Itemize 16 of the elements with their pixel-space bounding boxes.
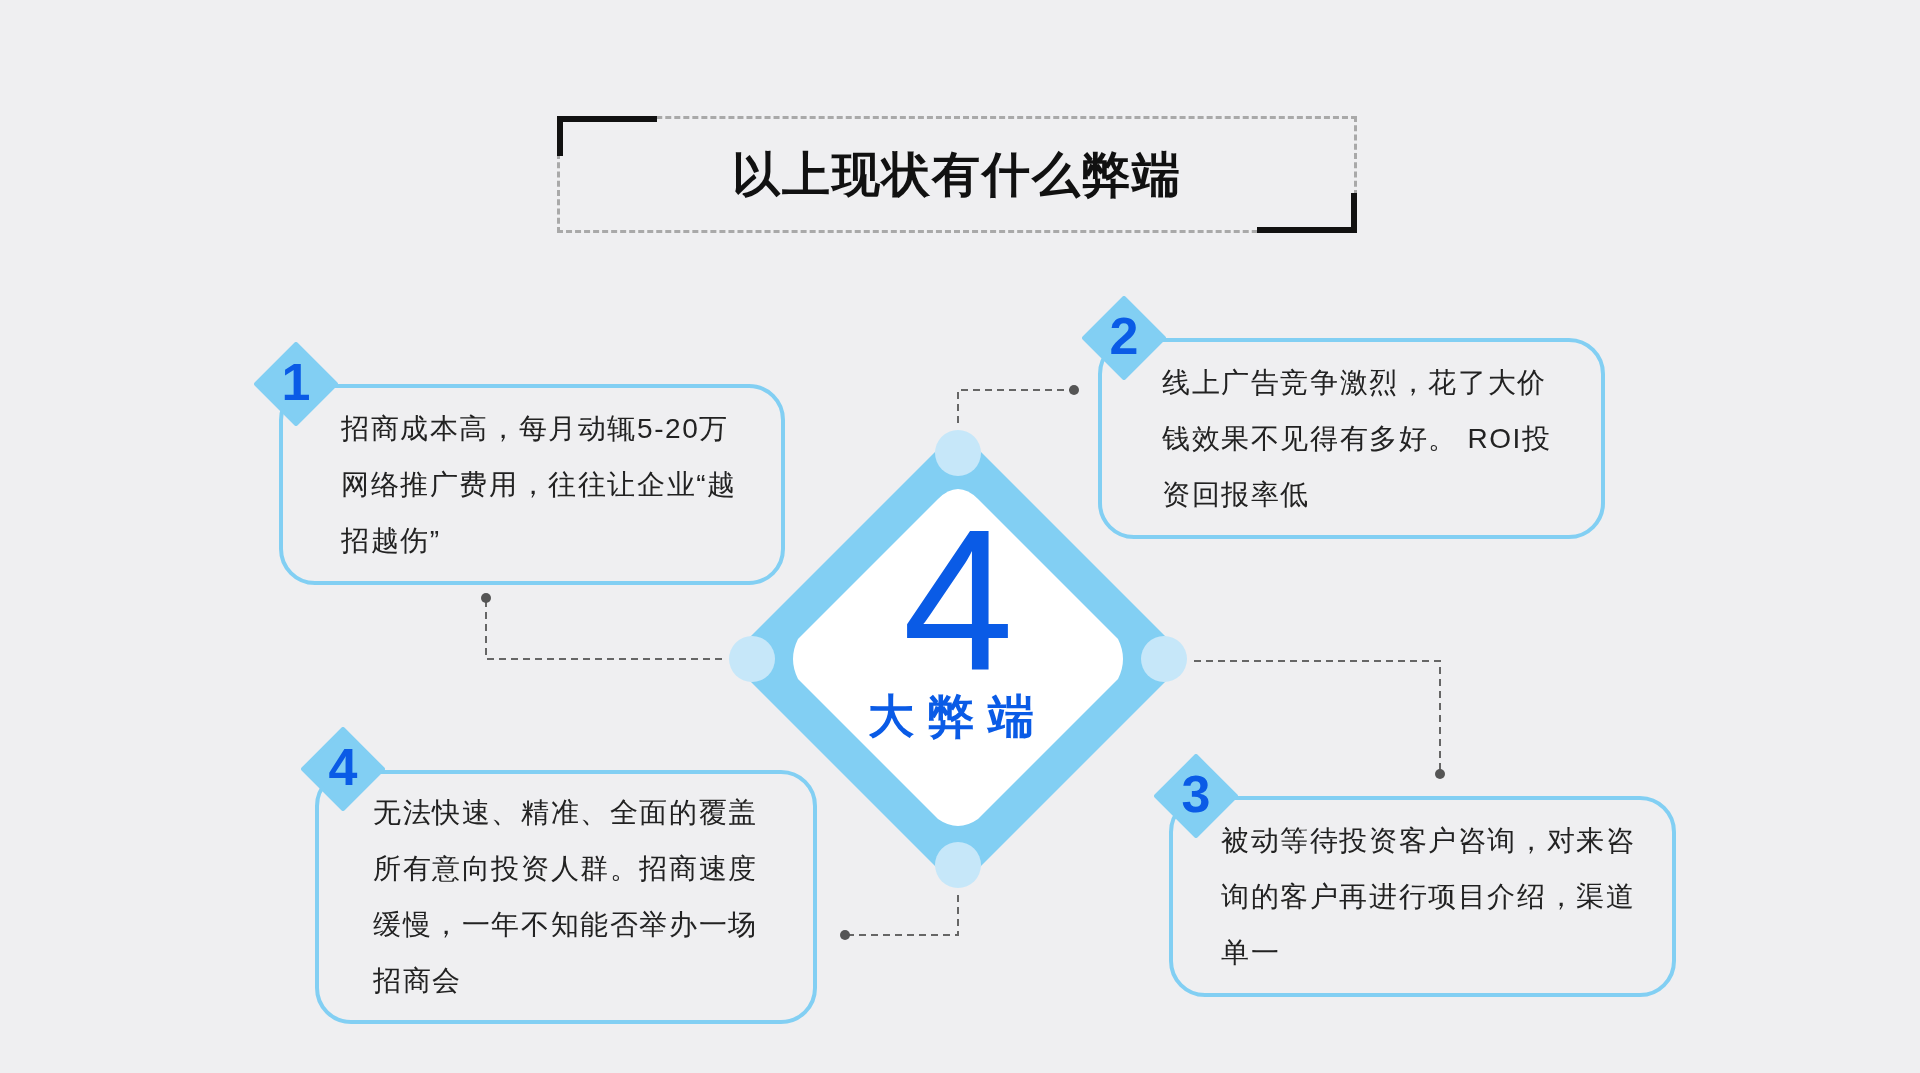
number-badge: [254, 342, 338, 426]
card-text: 招商成本高，每月动辄5-20万网络推广费用，往往让企业“越招越伤”: [341, 411, 738, 558]
dashed-connector: [481, 593, 723, 660]
badge-number: 2: [1109, 308, 1139, 364]
dashed-connector: [1193, 660, 1445, 779]
badge-number: 1: [281, 354, 311, 410]
dashed-connector: [840, 894, 959, 940]
center-label: 大弊端: [868, 689, 1048, 743]
dashed-connector: [957, 385, 1079, 424]
title-text: 以上现状有什么弊端: [732, 146, 1182, 203]
count-number: 4: [902, 515, 1014, 685]
card-text: 线上广告竞争激烈，花了大价钱效果不见得有多好。 ROI投资回报率低: [1162, 365, 1553, 512]
card-text: 被动等待投资客户咨询，对来咨询的客户再进行项目介绍，渠道单一: [1221, 823, 1637, 970]
badge-number: 3: [1181, 766, 1211, 822]
card-text: 无法快速、精准、全面的覆盖所有意向投资人群。招商速度缓慢，一年不知能否举办一场招商会: [373, 796, 759, 998]
badge-number: 4: [328, 739, 358, 795]
